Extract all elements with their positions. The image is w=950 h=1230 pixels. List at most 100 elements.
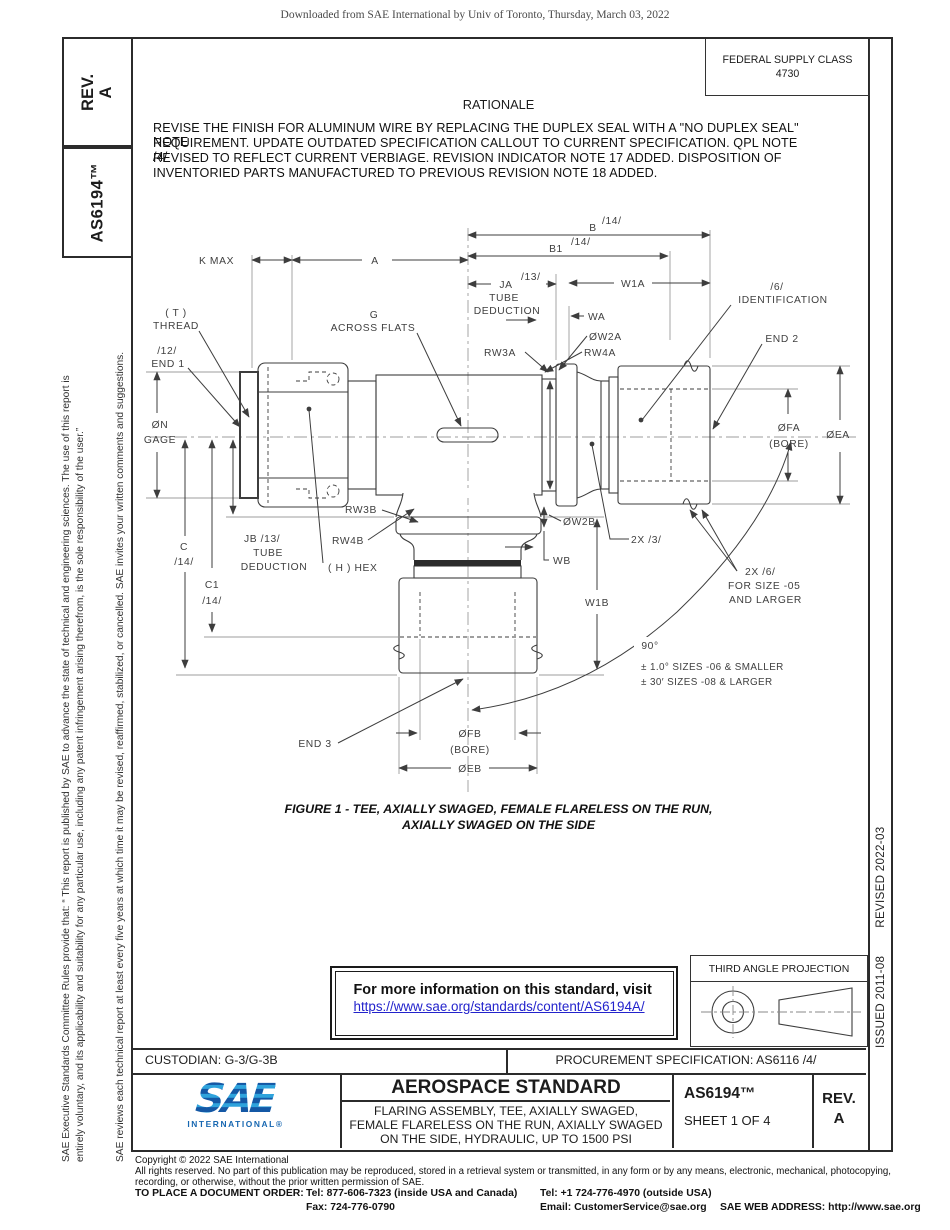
standard-info-box: For more information on this standard, v… [330, 966, 678, 1040]
tel-inside: Tel: 877-606-7323 (inside USA and Canada… [306, 1188, 518, 1199]
dim-c1-note: /14/ [202, 596, 222, 607]
note-tol-small: ± 1.0° SIZES -06 & SMALLER [641, 662, 784, 673]
dim-rw4b: RW4B [332, 536, 364, 547]
dim-eb: ØEB [458, 764, 482, 775]
sae-logo: SAE INTERNATIONAL® [131, 1076, 340, 1129]
sidebar-rev-label: REV. [79, 73, 98, 111]
copyright-line: recording, or otherwise, without the pri… [135, 1177, 425, 1188]
rationale-text-line: REVISED TO REFLECT CURRENT VERBIAGE. REV… [153, 151, 782, 165]
title-block-doc-number: AS6194™ [684, 1085, 756, 1102]
dim-w2a: ØW2A [589, 332, 622, 343]
custodian-divider [506, 1048, 508, 1075]
dim-c-note: /14/ [174, 557, 194, 568]
label-end1: END 1 [151, 359, 184, 370]
dim-fb: ØFB [459, 729, 482, 740]
standard-info-box-inner: For more information on this standard, v… [334, 970, 674, 1036]
dim-rw3b: RW3B [345, 505, 377, 516]
dim-jb: JB /13/ [244, 534, 280, 545]
dim-c: C [180, 542, 188, 553]
sidebar-rev-value: A [97, 86, 116, 98]
disclaimer-line: SAE Executive Standards Committee Rules … [61, 375, 72, 1162]
sidebar-disclaimer: SAE Executive Standards Committee Rules … [60, 270, 128, 1162]
issued-date: ISSUED 2011-08 [874, 955, 887, 1048]
third-angle-projection-symbol [701, 986, 861, 1038]
federal-supply-class-value: 4730 [775, 68, 800, 80]
dim-a: A [371, 256, 378, 267]
standard-subtitle-line: FEMALE FLARELESS ON THE RUN, AXIALLY SWA… [349, 1118, 663, 1132]
revision-date-strip [866, 37, 893, 1152]
dim-c1: C1 [205, 580, 219, 591]
figure-1-drawing: K MAX A B /14/ B1 /14/ JA /13/ TUBE DEDU… [144, 216, 856, 792]
dim-b: B [589, 223, 596, 234]
note-2x-3: 2X /3/ [631, 535, 662, 546]
copyright-line: Copyright © 2022 SAE International [135, 1155, 289, 1166]
dim-ja: JA [499, 280, 512, 291]
tel-outside: Tel: +1 724-776-4970 (outside USA) [540, 1188, 712, 1199]
aerospace-standard-title: AEROSPACE STANDARD [391, 1077, 621, 1098]
title-block-divider [672, 1073, 674, 1148]
title-block-rev-label: REV. [822, 1090, 856, 1107]
label-thread: THREAD [153, 321, 199, 332]
standard-subtitle-line: ON THE SIDE, HYDRAULIC, UP TO 1500 PSI [380, 1132, 632, 1146]
dim-angle-90: 90° [641, 641, 658, 652]
info-box-text: For more information on this standard, v… [353, 981, 652, 998]
dim-ja-deduction: DEDUCTION [474, 306, 541, 317]
fax: Fax: 724-776-0790 [306, 1202, 395, 1213]
order-label: TO PLACE A DOCUMENT ORDER: [135, 1188, 304, 1199]
dim-wa: WA [588, 312, 605, 323]
dim-b1: B1 [549, 244, 563, 255]
custodian-row [131, 1048, 866, 1075]
figure-caption-line1: FIGURE 1 - TEE, AXIALLY SWAGED, FEMALE F… [284, 802, 713, 816]
sae-web-address: SAE WEB ADDRESS: http://www.sae.org [720, 1202, 921, 1213]
dim-w1b: W1B [585, 598, 609, 609]
standard-url-link[interactable]: https://www.sae.org/standards/content/AS… [353, 998, 645, 1014]
federal-supply-class-box: FEDERAL SUPPLY CLASS 4730 [705, 39, 870, 96]
dim-fb-bore: (BORE) [450, 745, 490, 756]
dim-jb-tube: TUBE [253, 548, 283, 559]
procurement-spec-text: PROCUREMENT SPECIFICATION: AS6116 /4/ [555, 1053, 817, 1067]
download-watermark: Downloaded from SAE International by Uni… [280, 9, 670, 21]
title-block-rev-value: A [833, 1110, 845, 1127]
disclaimer-line: SAE reviews each technical report at lea… [115, 351, 126, 1162]
title-block-sheet: SHEET 1 OF 4 [684, 1113, 771, 1128]
third-angle-projection-title: THIRD ANGLE PROJECTION [691, 956, 867, 982]
custodian-text: CUSTODIAN: G-3/G-3B [145, 1053, 278, 1067]
rationale-title: RATIONALE [462, 97, 535, 112]
third-angle-projection-box: THIRD ANGLE PROJECTION [690, 955, 868, 1047]
email: Email: CustomerService@sae.org [540, 1202, 707, 1213]
dim-g-across-flats: ACROSS FLATS [331, 323, 416, 334]
dim-h-hex: ( H ) HEX [328, 563, 377, 574]
sae-logo-subtext: INTERNATIONAL® [187, 1119, 284, 1129]
dim-w1a: W1A [621, 279, 645, 290]
dim-n-gage: GAGE [144, 435, 176, 446]
label-end3: END 3 [298, 739, 331, 750]
dim-fa-bore: (BORE) [769, 439, 809, 450]
note-id-flag: /6/ [770, 282, 783, 293]
dim-n-dia: ØN [152, 420, 169, 431]
note-tol-large: ± 30′ SIZES -08 & LARGER [641, 677, 773, 688]
dim-rw3a: RW3A [484, 348, 516, 359]
sae-logo-word: SAE [194, 1076, 277, 1122]
rationale-text-line: REQUIREMENT. UPDATE OUTDATED SPECIFICATI… [153, 136, 798, 164]
rationale-text-line: REVISE THE FINISH FOR ALUMINUM WIRE BY R… [153, 121, 799, 149]
federal-supply-class-label: FEDERAL SUPPLY CLASS [722, 54, 853, 66]
note-for-size: FOR SIZE -05 [728, 581, 800, 592]
dim-ja-tube: TUBE [489, 293, 519, 304]
dim-g: G [370, 310, 379, 321]
issued-revised-strip: ISSUED 2011-08REVISED 2022-03 [874, 748, 887, 1048]
sidebar-rev-box: REV. A [62, 37, 133, 147]
rationale-text-line: INVENTORIED PARTS MANUFACTURED TO PREVIO… [153, 166, 658, 180]
note-and-larger: AND LARGER [729, 595, 802, 606]
label-thread-sym: ( T ) [165, 308, 187, 319]
title-block-rule [342, 1100, 670, 1102]
label-end2: END 2 [765, 334, 798, 345]
drawing-frame [131, 37, 870, 1152]
dim-ja-note: /13/ [521, 272, 541, 283]
figure-caption-line2: AXIALLY SWAGED ON THE SIDE [402, 818, 595, 832]
title-block-rev: REV. A [812, 1089, 866, 1129]
dim-b-note: /14/ [602, 216, 622, 227]
sidebar-doc-number: AS6194™ [88, 162, 107, 243]
dim-w2b: ØW2B [563, 517, 596, 528]
dim-k-max: K MAX [199, 256, 234, 267]
